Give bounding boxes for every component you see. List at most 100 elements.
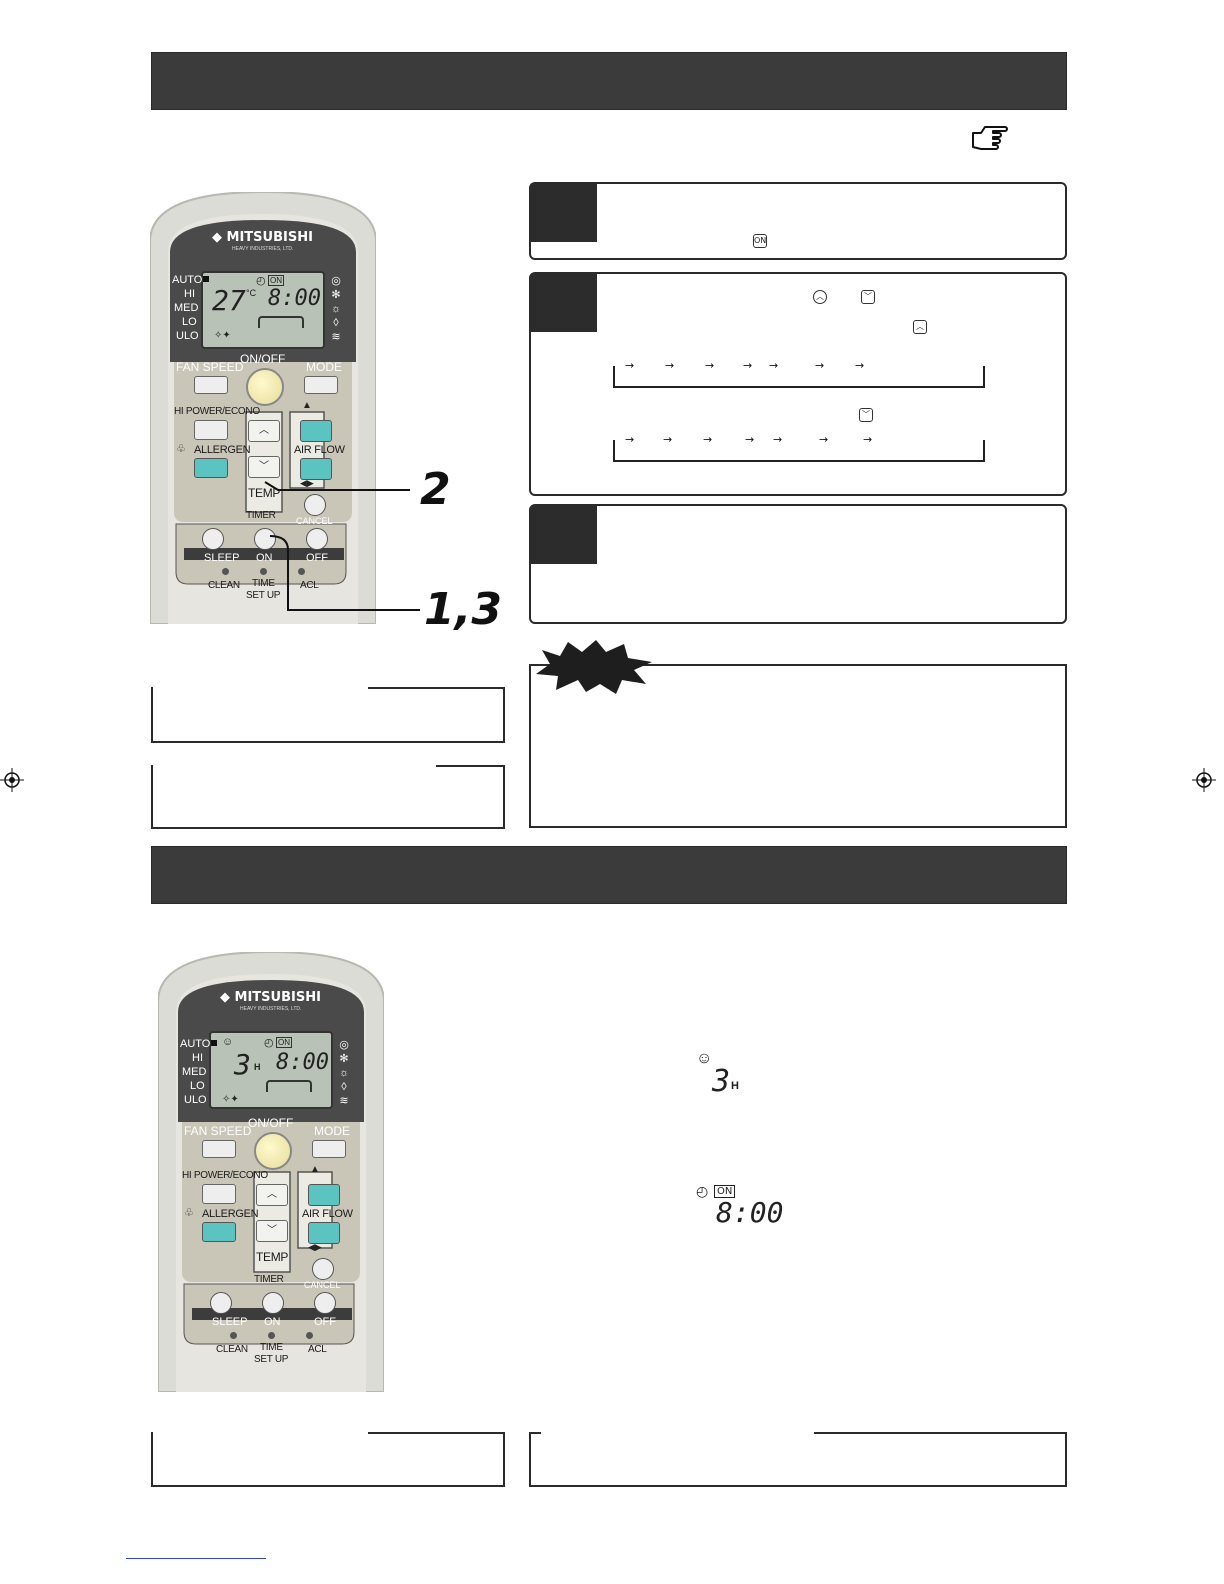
air-flow-lr-icon-2: ◀▶	[308, 1242, 322, 1252]
allergen-icon-2: ♧	[184, 1207, 194, 1219]
down-chevron-icon: ﹀	[259, 461, 269, 472]
cancel-button[interactable]	[304, 494, 326, 516]
lcd-on-badge: ON	[268, 275, 284, 286]
lcd-indicator-square-2	[211, 1040, 217, 1046]
info-box-2	[151, 765, 505, 829]
timer-on-button[interactable]	[254, 528, 276, 550]
step-2-number-block	[531, 274, 597, 332]
temp-up-button[interactable]: ︿	[248, 420, 280, 442]
info-box-4	[529, 1432, 1067, 1487]
lcd-clock: 8:00	[268, 286, 321, 311]
fan-level-med-2: MED	[182, 1066, 207, 1078]
on-off-label-2: ON/OFF	[248, 1116, 294, 1130]
cancel-button-2[interactable]	[312, 1258, 334, 1280]
lcd-timer-icon: ◴	[256, 275, 266, 287]
clean-pin[interactable]	[222, 568, 229, 575]
info-box-1-top-line-left	[151, 687, 153, 689]
mode-button[interactable]	[304, 376, 338, 394]
remote-control-2: ◆ MITSUBISHI HEAVY INDUSTRIES, LTD. AUTO…	[157, 950, 385, 1393]
temp-label-2: TEMP	[256, 1250, 289, 1264]
time-setup-label-2-2: SET UP	[254, 1354, 289, 1365]
lcd-timer-icon-2: ◴	[264, 1037, 274, 1049]
down-arrow-icon-2: ﹀	[859, 408, 873, 422]
lcd-sparkle-icon-2: ✧✦	[222, 1094, 239, 1105]
air-flow-up-icon-2: ▲	[310, 1164, 320, 1175]
fan-level-lo-2: LO	[190, 1080, 205, 1092]
footer-link-underline[interactable]	[126, 1558, 266, 1559]
air-flow-horizontal-button-2[interactable]	[308, 1222, 340, 1244]
cancel-label: CANCEL	[296, 516, 333, 526]
seq-up-arrow-1: →	[625, 359, 635, 372]
step-3-box	[529, 504, 1067, 624]
seq-up-arrow-6: →	[815, 359, 825, 372]
seq-up-arrow-3: →	[705, 359, 715, 372]
acl-pin[interactable]	[298, 568, 305, 575]
remote-body-2	[157, 950, 385, 1393]
brand-subtitle-2: HEAVY INDUSTRIES, LTD.	[240, 1006, 302, 1012]
lcd-temperature: 27	[212, 284, 246, 317]
fan-speed-button-2[interactable]	[202, 1140, 236, 1158]
on-off-button[interactable]	[246, 368, 284, 406]
timer-label: TIMER	[246, 510, 276, 521]
sleep-button-2[interactable]	[210, 1292, 232, 1314]
top-section-banner	[151, 52, 1067, 110]
callout-step-2: 2	[420, 464, 451, 515]
temp-down-button[interactable]: ﹀	[248, 456, 280, 478]
mode-button-2[interactable]	[312, 1140, 346, 1158]
fan-level-hi: HI	[184, 288, 195, 300]
time-setup-pin-2[interactable]	[268, 1332, 275, 1339]
lcd-on-badge-2: ON	[276, 1037, 292, 1048]
seq-up-arrow-5: →	[769, 359, 779, 372]
clean-pin-2[interactable]	[230, 1332, 237, 1339]
lcd-sleep-icon: ☺	[222, 1036, 234, 1048]
air-flow-horizontal-button[interactable]	[300, 458, 332, 480]
air-flow-vertical-button[interactable]	[300, 420, 332, 442]
timer-off-button[interactable]	[306, 528, 328, 550]
temp-up-button-2[interactable]: ︿	[256, 1184, 288, 1206]
mode-label-2: MODE	[314, 1124, 350, 1138]
step-2-box: ︿ ﹀ ︿ → → → → → → → ﹀ → → → → → → →	[529, 272, 1067, 496]
mitsubishi-diamond-icon: ◆	[212, 230, 222, 245]
temp-down-button-2[interactable]: ﹀	[256, 1220, 288, 1242]
lcd-sleep-hours: 3	[234, 1048, 251, 1081]
up-sequence-loop	[613, 366, 985, 388]
timer-off-button-2[interactable]	[314, 1292, 336, 1314]
info-box-3-top-line-left	[151, 1432, 153, 1434]
pointing-hand-icon	[972, 126, 1008, 150]
allergen-button[interactable]	[194, 458, 228, 478]
timer-display-on-badge: ON	[714, 1185, 736, 1198]
fan-level-auto: AUTO	[172, 274, 203, 286]
fan-speed-button[interactable]	[194, 376, 228, 394]
sleep-button[interactable]	[202, 528, 224, 550]
on-off-button-2[interactable]	[254, 1132, 292, 1170]
air-flow-label-2: AIR FLOW	[302, 1208, 353, 1220]
clean-label-2: CLEAN	[216, 1344, 248, 1355]
hi-power-button[interactable]	[194, 420, 228, 440]
timer-display-icon: ◴	[696, 1183, 709, 1199]
acl-pin-2[interactable]	[306, 1332, 313, 1339]
on-label: ON	[256, 552, 273, 564]
allergen-button-2[interactable]	[202, 1222, 236, 1242]
allergen-label-2: ALLERGEN	[202, 1208, 259, 1220]
air-flow-lr-icon: ◀▶	[300, 478, 314, 488]
on-off-label: ON/OFF	[240, 352, 286, 366]
temp-label: TEMP	[248, 486, 281, 500]
registration-mark-icon-right	[1192, 768, 1216, 792]
on-label-2: ON	[264, 1316, 281, 1328]
brand-logo-2: ◆ MITSUBISHI	[220, 990, 321, 1005]
seq-down-arrow-2: →	[663, 433, 673, 446]
fan-level-med: MED	[174, 302, 199, 314]
hi-power-button-2[interactable]	[202, 1184, 236, 1204]
lcd-temperature-unit: °C	[246, 288, 257, 298]
info-box-4-top-line-left	[529, 1432, 541, 1434]
up-arrow-icon: ︿	[813, 290, 827, 304]
timer-display-time: 8:00	[716, 1196, 784, 1229]
info-box-3	[151, 1432, 505, 1487]
seq-up-arrow-2: →	[665, 359, 675, 372]
timer-on-button-2[interactable]	[262, 1292, 284, 1314]
callout-lines	[264, 481, 420, 611]
lcd-louver-icon	[258, 316, 304, 328]
air-flow-vertical-button-2[interactable]	[308, 1184, 340, 1206]
bottom-section-banner	[151, 846, 1067, 904]
time-setup-pin[interactable]	[260, 568, 267, 575]
